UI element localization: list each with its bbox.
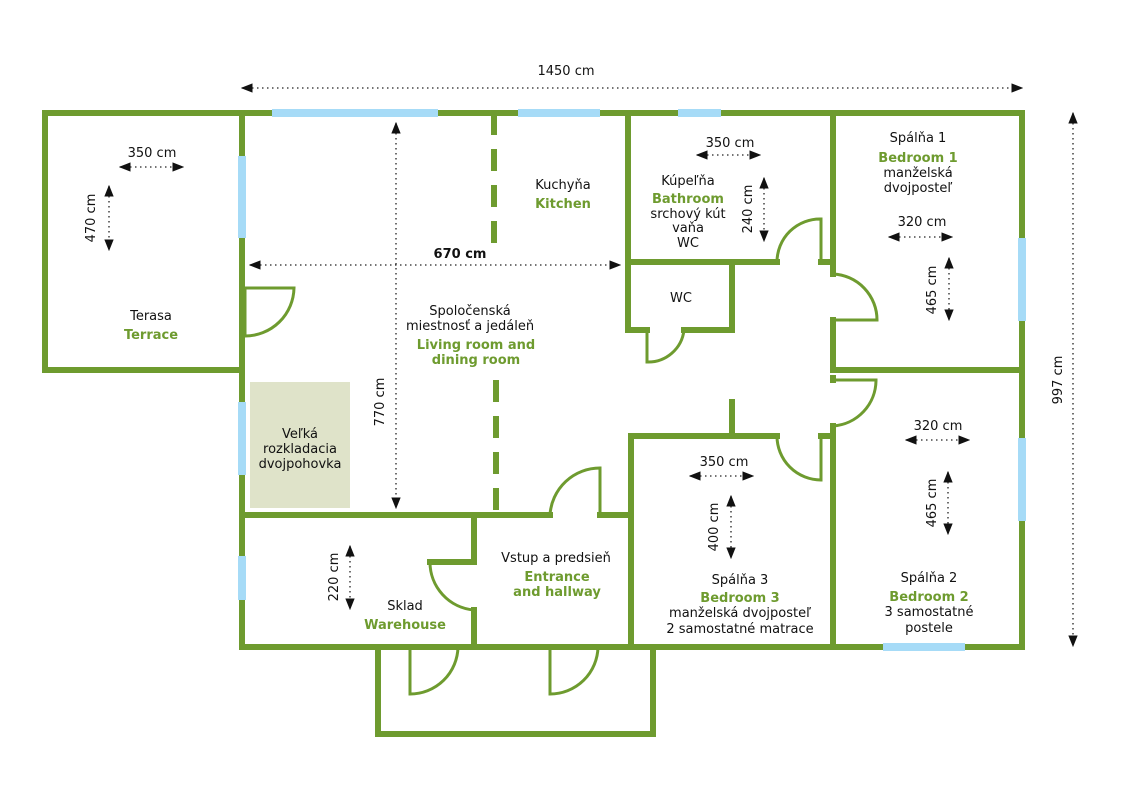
doors [243,217,879,696]
bedroom2-label-sk: Spálňa 2 [901,571,958,586]
sofa-label-3: dvojpohovka [259,457,342,472]
bedroom1-label-en: Bedroom 1 [878,151,957,166]
living-label-en-1: Living room and [417,338,535,353]
entrance-label-en-1: Entrance [524,570,589,585]
bedroom1-label-sk: Spálňa 1 [890,131,947,146]
bedroom1-item: dvojposteľ [884,181,953,196]
overall-width-label: 1450 cm [537,64,594,79]
entrance-label-sk: Vstup a predsieň [501,551,611,566]
porch-walls [375,644,656,737]
living-width-label: 670 cm [434,247,487,262]
bedroom2-label-en: Bedroom 2 [889,590,968,605]
warehouse-label-en: Warehouse [364,618,446,633]
sofa-label-2: rozkladacia [263,442,337,457]
bedroom3-item: manželská dvojposteľ [669,606,811,621]
porch-door-left-icon[interactable] [408,646,460,696]
bedroom2-item: postele [905,621,953,636]
dimension-lines [104,83,1078,648]
bathroom-label-en: Bathroom [652,192,724,207]
living-height-label: 770 cm [373,378,388,427]
terrace-door-icon[interactable] [243,286,296,338]
entrance-label-en-2: and hallway [513,585,601,600]
living-label-sk-2: miestnosť a jedáleň [406,319,534,334]
bedroom3-door-icon[interactable] [775,435,823,482]
terrace-width-label: 350 cm [128,146,177,161]
bedroom3-label-en: Bedroom 3 [700,591,779,606]
terrace-height-label: 470 cm [84,194,99,243]
bathroom-item: srchový kút [650,207,725,222]
bedroom1-width-label: 320 cm [898,215,947,230]
warehouse-label-sk: Sklad [387,599,423,614]
bedroom2-height-label: 465 cm [925,479,940,528]
bathroom-height-label: 240 cm [741,185,756,234]
bedroom3-label-sk: Spálňa 3 [712,573,769,588]
bathroom-door-icon[interactable] [775,217,823,263]
sofa-label-1: Veľká [282,427,318,442]
bedroom2-door-icon[interactable] [832,378,878,428]
wc-door-icon[interactable] [645,329,686,364]
warehouse-height-label: 220 cm [327,553,342,602]
bedroom1-door-icon[interactable] [832,272,879,322]
living-label-en-2: dining room [432,353,520,368]
overall-height-label: 997 cm [1051,356,1066,405]
walls [42,110,1025,737]
kitchen-label-en: Kitchen [535,197,591,212]
terrace-label-en: Terrace [124,328,178,343]
wc-label: WC [670,291,692,306]
bathroom-label-sk: Kúpeľňa [661,174,714,189]
terrace-label-sk: Terasa [129,309,172,324]
bedroom3-walls [628,433,780,650]
living-label-sk-1: Spoločenská [429,304,510,319]
bedroom3-width-label: 350 cm [700,455,749,470]
windows [238,109,1026,651]
wc-walls [625,259,735,333]
kitchen-label-sk: Kuchyňa [535,178,590,193]
bedroom3-height-label: 400 cm [707,503,722,552]
entrance-hall-door-icon[interactable] [548,466,602,516]
bathroom-item: vaňa [672,221,704,236]
bedroom2-width-label: 320 cm [914,419,963,434]
warehouse-door-icon[interactable] [428,561,475,612]
sofa-shape [250,382,350,508]
bathroom-item: WC [677,236,699,251]
bedroom1-item: manželská [883,166,952,181]
bathroom-width-label: 350 cm [706,136,755,151]
bedroom2-item: 3 samostatné [885,605,974,620]
bedroom1-height-label: 465 cm [925,266,940,315]
porch-door-right-icon[interactable] [548,646,600,696]
bedroom3-item: 2 samostatné matrace [666,622,813,637]
